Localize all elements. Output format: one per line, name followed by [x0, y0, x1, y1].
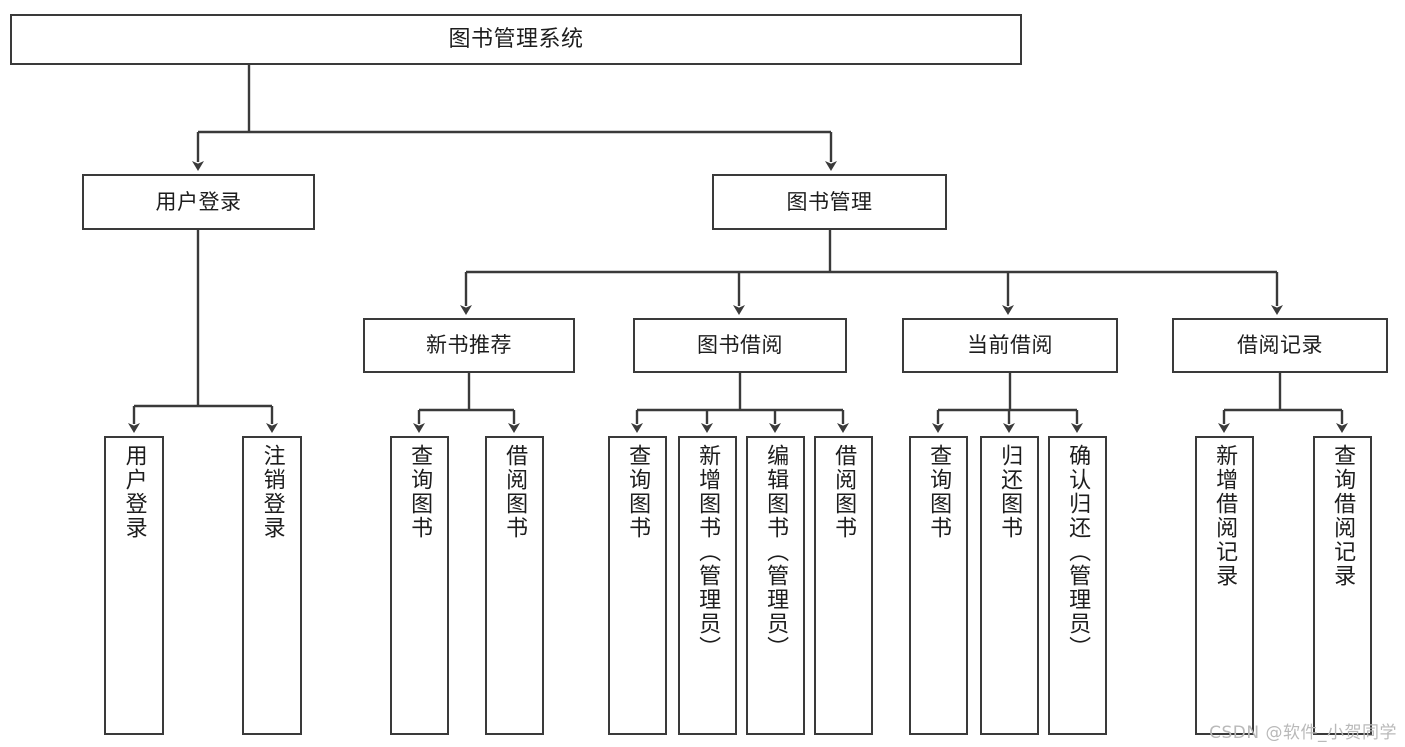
node-leaf-user-login-label: 用户登录 [121, 444, 147, 540]
node-leaf-edit-book-label: 编辑图书（管理员） [763, 444, 789, 660]
node-leaf-add-book-label: 新增图书（管理员） [695, 444, 721, 660]
node-book-manage-label: 图书管理 [786, 189, 873, 214]
node-leaf-confirm-return-label: 确认归还（管理员） [1065, 444, 1091, 660]
node-leaf-add-record[interactable]: 新增借阅记录 [1195, 436, 1254, 735]
node-leaf-query-book-2[interactable]: 查询图书 [608, 436, 667, 735]
node-leaf-query-record-label: 查询借阅记录 [1330, 444, 1356, 588]
node-leaf-add-book[interactable]: 新增图书（管理员） [678, 436, 737, 735]
node-leaf-query-record[interactable]: 查询借阅记录 [1313, 436, 1372, 735]
node-leaf-edit-book[interactable]: 编辑图书（管理员） [746, 436, 805, 735]
node-leaf-query-book-3[interactable]: 查询图书 [909, 436, 968, 735]
node-root[interactable]: 图书管理系统 [10, 14, 1022, 65]
node-book-borrow[interactable]: 图书借阅 [633, 318, 847, 373]
node-leaf-return-book[interactable]: 归还图书 [980, 436, 1039, 735]
node-leaf-user-logout[interactable]: 注销登录 [242, 436, 302, 735]
node-current-borrow-label: 当前借阅 [967, 333, 1053, 358]
node-leaf-query-book-3-label: 查询图书 [926, 444, 952, 540]
node-leaf-query-book-1-label: 查询图书 [407, 444, 433, 540]
node-leaf-borrow-book-2-label: 借阅图书 [831, 444, 857, 540]
node-leaf-user-login[interactable]: 用户登录 [104, 436, 164, 735]
node-leaf-borrow-book-1[interactable]: 借阅图书 [485, 436, 544, 735]
node-current-borrow[interactable]: 当前借阅 [902, 318, 1118, 373]
node-new-book-recommend[interactable]: 新书推荐 [363, 318, 575, 373]
node-leaf-return-book-label: 归还图书 [997, 444, 1023, 540]
node-leaf-confirm-return[interactable]: 确认归还（管理员） [1048, 436, 1107, 735]
node-leaf-query-book-1[interactable]: 查询图书 [390, 436, 449, 735]
node-user-login-label: 用户登录 [155, 189, 242, 214]
node-new-book-recommend-label: 新书推荐 [426, 333, 512, 358]
node-borrow-record[interactable]: 借阅记录 [1172, 318, 1388, 373]
node-leaf-query-book-2-label: 查询图书 [625, 444, 651, 540]
node-user-login[interactable]: 用户登录 [82, 174, 315, 230]
node-leaf-borrow-book-2[interactable]: 借阅图书 [814, 436, 873, 735]
node-leaf-user-logout-label: 注销登录 [259, 444, 285, 540]
node-root-label: 图书管理系统 [448, 26, 584, 52]
node-book-borrow-label: 图书借阅 [697, 333, 783, 358]
node-borrow-record-label: 借阅记录 [1237, 333, 1323, 358]
node-leaf-borrow-book-1-label: 借阅图书 [502, 444, 528, 540]
node-book-manage[interactable]: 图书管理 [712, 174, 947, 230]
node-leaf-add-record-label: 新增借阅记录 [1212, 444, 1238, 588]
